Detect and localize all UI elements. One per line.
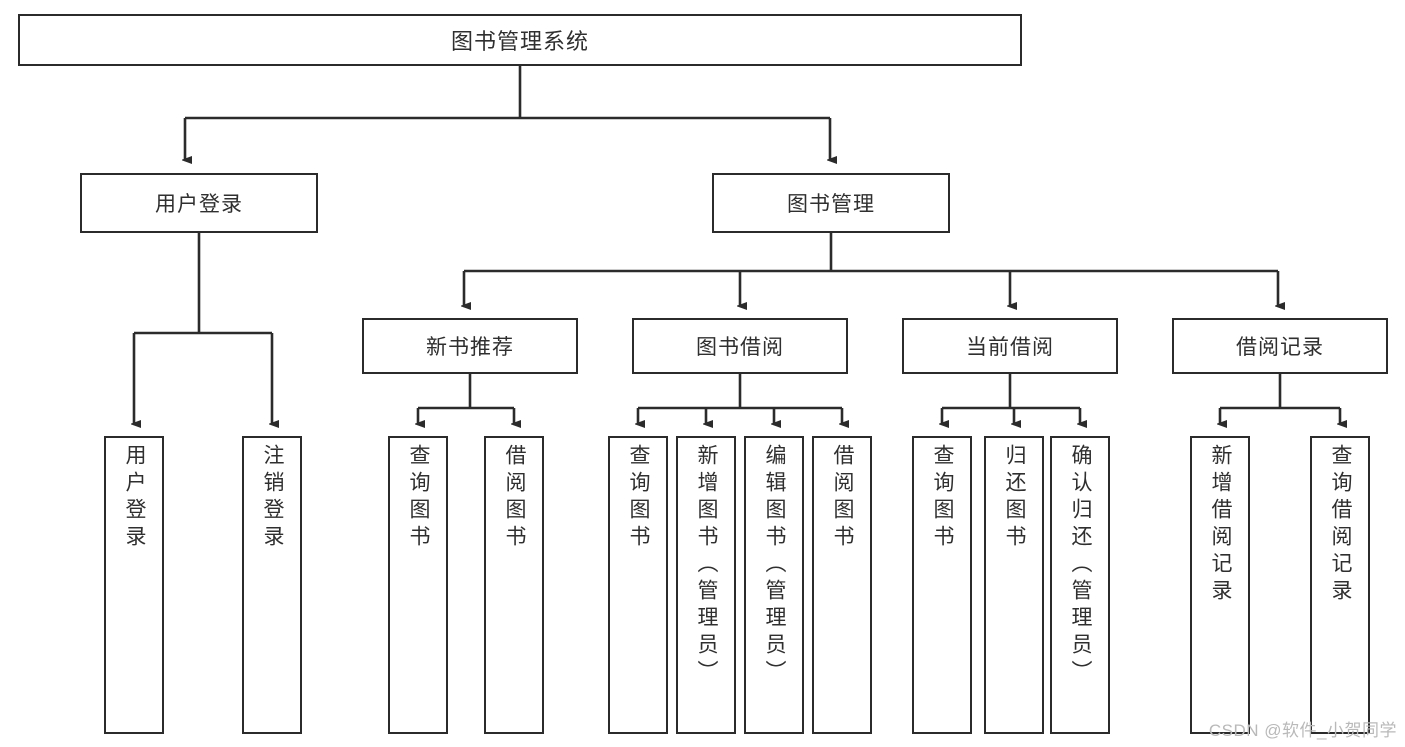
- node-book-manage-label: 图书管理: [787, 193, 875, 216]
- leaf-confirm-return-label: 确认归还（管理员）: [1069, 444, 1093, 687]
- node-new-book-recommend[interactable]: 新书推荐: [362, 318, 578, 374]
- leaf-query-book-2-label: 查询图书: [627, 444, 651, 552]
- leaf-query-record[interactable]: 查询借阅记录: [1310, 436, 1370, 734]
- node-book-manage[interactable]: 图书管理: [712, 173, 950, 233]
- leaf-borrow-book-1-label: 借阅图书: [503, 444, 527, 552]
- leaf-query-book-1[interactable]: 查询图书: [388, 436, 448, 734]
- leaf-user-login[interactable]: 用户登录: [104, 436, 164, 734]
- node-new-book-recommend-label: 新书推荐: [426, 336, 514, 359]
- leaf-logout-label: 注销登录: [261, 444, 285, 552]
- node-user-login-label: 用户登录: [155, 193, 243, 216]
- leaf-query-book-1-label: 查询图书: [407, 444, 431, 552]
- node-root[interactable]: 图书管理系统: [18, 14, 1022, 66]
- leaf-edit-book-label: 编辑图书（管理员）: [763, 444, 787, 687]
- node-root-label: 图书管理系统: [450, 29, 589, 54]
- leaf-query-book-3[interactable]: 查询图书: [912, 436, 972, 734]
- leaf-borrow-book-1[interactable]: 借阅图书: [484, 436, 544, 734]
- node-current-borrow-label: 当前借阅: [966, 336, 1054, 359]
- leaf-add-record-label: 新增借阅记录: [1209, 444, 1233, 606]
- leaf-add-record[interactable]: 新增借阅记录: [1190, 436, 1250, 734]
- leaf-borrow-book-2[interactable]: 借阅图书: [812, 436, 872, 734]
- leaf-query-record-label: 查询借阅记录: [1329, 444, 1353, 606]
- leaf-return-book[interactable]: 归还图书: [984, 436, 1044, 734]
- leaf-logout[interactable]: 注销登录: [242, 436, 302, 734]
- node-user-login[interactable]: 用户登录: [80, 173, 318, 233]
- leaf-query-book-2[interactable]: 查询图书: [608, 436, 668, 734]
- leaf-return-book-label: 归还图书: [1003, 444, 1027, 552]
- leaf-borrow-book-2-label: 借阅图书: [831, 444, 855, 552]
- node-book-borrow-label: 图书借阅: [696, 336, 784, 359]
- watermark: CSDN @软件_小贺同学: [1208, 721, 1397, 740]
- leaf-user-login-label: 用户登录: [123, 444, 147, 552]
- leaf-add-book-label: 新增图书（管理员）: [695, 444, 719, 687]
- node-book-borrow[interactable]: 图书借阅: [632, 318, 848, 374]
- node-current-borrow[interactable]: 当前借阅: [902, 318, 1118, 374]
- node-borrow-record-label: 借阅记录: [1236, 336, 1324, 359]
- leaf-edit-book[interactable]: 编辑图书（管理员）: [744, 436, 804, 734]
- leaf-confirm-return[interactable]: 确认归还（管理员）: [1050, 436, 1110, 734]
- leaf-query-book-3-label: 查询图书: [931, 444, 955, 552]
- node-borrow-record[interactable]: 借阅记录: [1172, 318, 1388, 374]
- leaf-add-book[interactable]: 新增图书（管理员）: [676, 436, 736, 734]
